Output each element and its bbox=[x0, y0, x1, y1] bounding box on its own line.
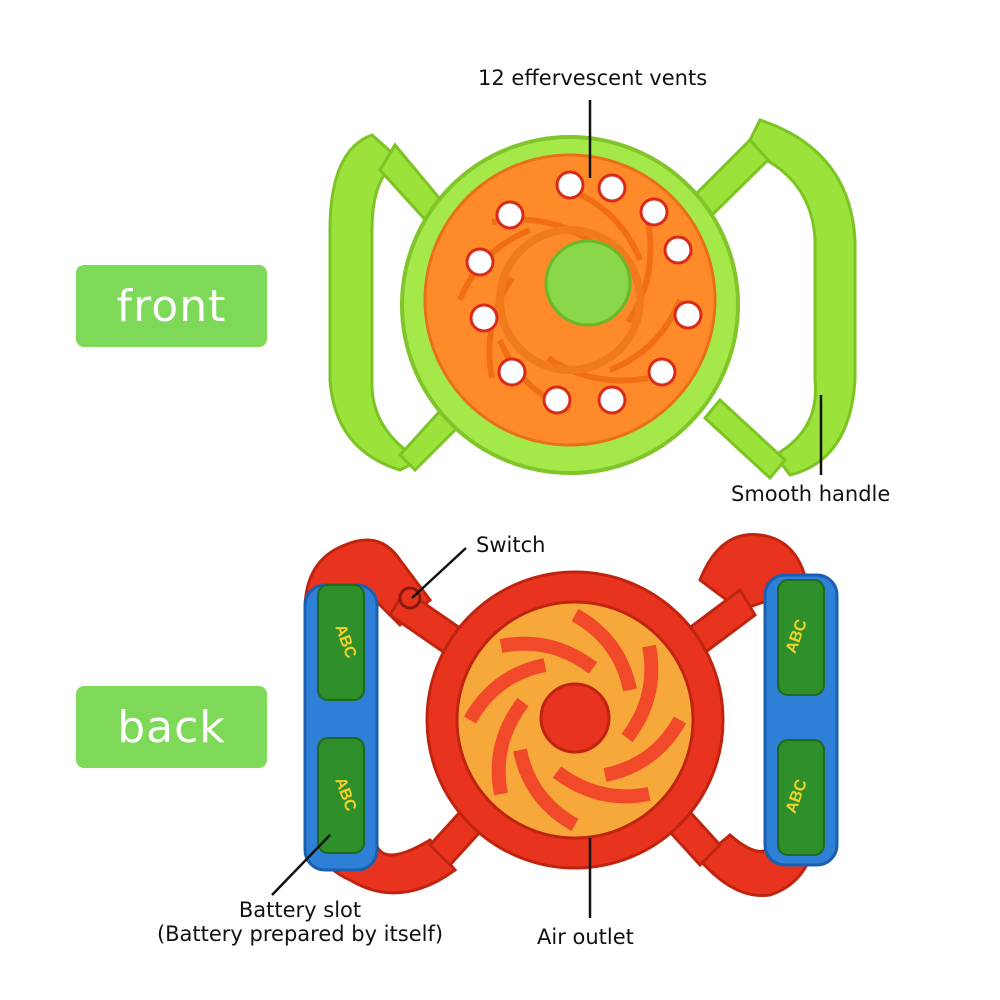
battery-callout-line1: Battery slot bbox=[238, 898, 362, 922]
switch-callout-line bbox=[411, 547, 467, 599]
front-center-button bbox=[544, 239, 632, 327]
vent bbox=[497, 357, 527, 387]
vent bbox=[555, 170, 585, 200]
battery-slot-callout: Battery slot (Battery prepared by itself… bbox=[150, 898, 450, 946]
right-battery-bottom bbox=[777, 739, 825, 856]
battery-callout-line bbox=[271, 834, 331, 896]
vent bbox=[495, 200, 525, 230]
fan-hub bbox=[539, 682, 611, 754]
front-vents bbox=[465, 170, 703, 415]
vent bbox=[663, 235, 693, 265]
back-tag: back bbox=[76, 686, 267, 768]
vent bbox=[469, 303, 499, 333]
vent bbox=[647, 357, 677, 387]
switch-callout: Switch bbox=[476, 533, 546, 557]
vent bbox=[597, 173, 627, 203]
battery-callout-line2: (Battery prepared by itself) bbox=[156, 922, 444, 946]
vent bbox=[673, 300, 703, 330]
back-view: ABC ABC ABC ABC bbox=[271, 533, 839, 918]
vent bbox=[639, 197, 669, 227]
right-battery-top bbox=[777, 579, 825, 696]
front-view bbox=[328, 100, 857, 481]
front-left-handle bbox=[328, 133, 424, 472]
fan-blades bbox=[463, 608, 687, 832]
vent bbox=[542, 385, 572, 415]
power-switch bbox=[398, 586, 422, 610]
front-right-handle bbox=[742, 118, 857, 477]
left-battery-top bbox=[317, 584, 365, 701]
vent bbox=[597, 385, 627, 415]
air-outlet-callout: Air outlet bbox=[537, 925, 634, 949]
left-battery-bottom bbox=[317, 737, 365, 854]
vents-callout: 12 effervescent vents bbox=[478, 66, 708, 90]
handle-callout: Smooth handle bbox=[731, 482, 891, 506]
front-tag: front bbox=[76, 265, 267, 347]
vent bbox=[465, 247, 495, 277]
